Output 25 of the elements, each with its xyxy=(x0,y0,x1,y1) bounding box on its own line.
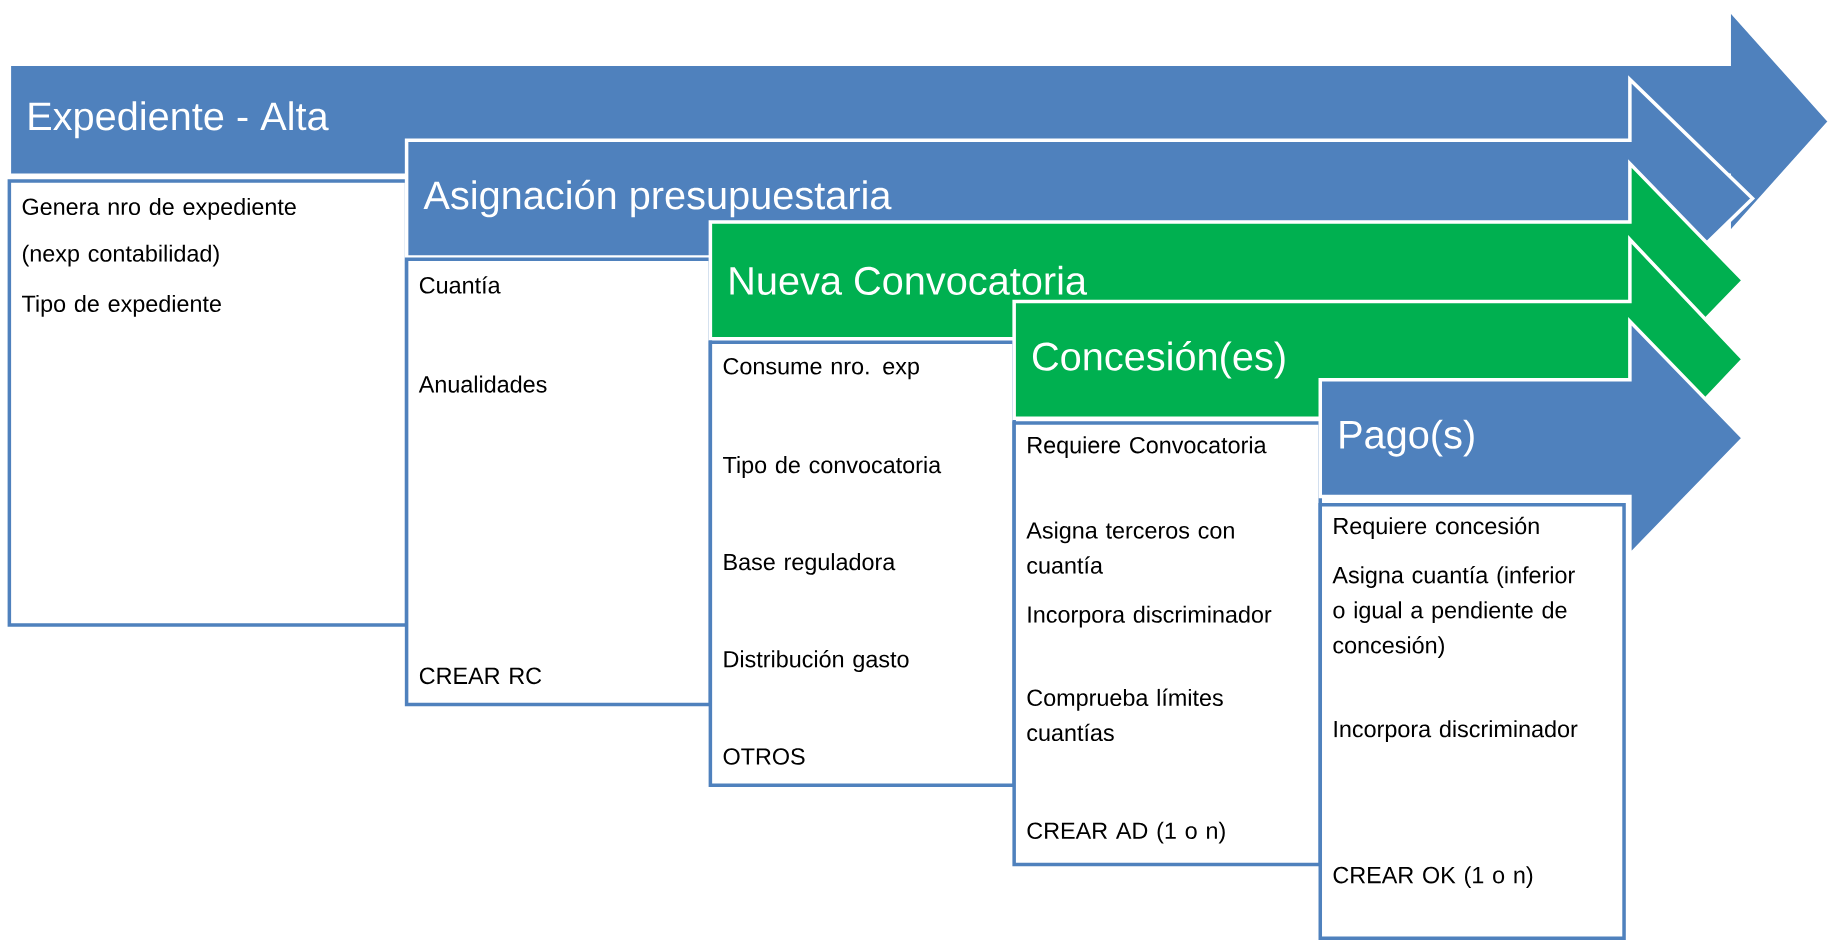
list-item: Base reguladora xyxy=(724,553,896,576)
list-item: Tipo de expediente xyxy=(22,295,221,317)
stage-title: Nueva Convocatoria xyxy=(730,266,1088,296)
list-item: OTROS xyxy=(723,748,805,765)
list-item: CREAR OK (1 o n) xyxy=(1333,866,1533,889)
stage-title: Concesión(es) xyxy=(1033,341,1285,379)
list-item: CREAR AD (1 o n) xyxy=(1027,822,1225,844)
stage-title: Pago(s) xyxy=(1340,419,1474,457)
list-item: Anualidades xyxy=(418,375,547,393)
stage-title: Asignación presupuestaria xyxy=(423,180,892,218)
list-item: Asigna terceros con cuantía xyxy=(1026,521,1234,574)
list-item: Comprueba límites cuantías xyxy=(1027,688,1223,742)
list-item: Requiere Convocatoria xyxy=(1028,436,1267,459)
list-item: Cuantía xyxy=(419,276,501,294)
list-item: Consume nro. exp xyxy=(723,358,919,380)
list-item: Requiere concesión xyxy=(1334,517,1539,540)
stage-title: Expediente - Alta xyxy=(29,101,329,139)
list-item: Asigna cuantía (inferior o igual a pendiente de concesión) xyxy=(1332,566,1575,659)
list-item: Tipo de convocatoria xyxy=(723,456,942,479)
list-item: CREAR RC xyxy=(419,667,542,685)
list-item: Incorpora discriminador xyxy=(1028,605,1272,628)
list-item: Incorpora discriminador xyxy=(1334,720,1578,743)
list-item: Genera nro de expediente xyxy=(22,198,296,220)
list-item: (nexp contabilidad) xyxy=(22,244,219,267)
list-item: Distribución gasto xyxy=(724,650,909,673)
